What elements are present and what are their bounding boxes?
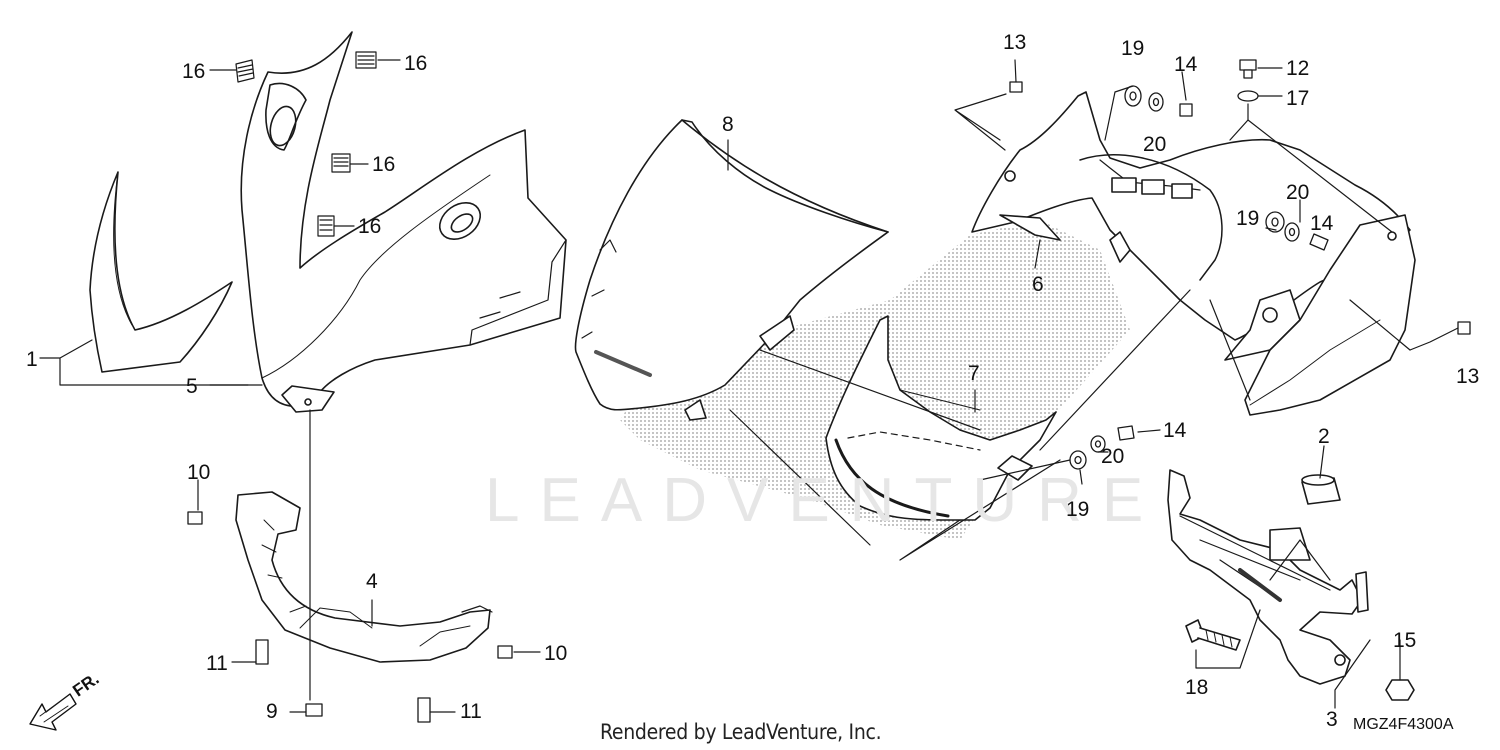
label-part-14: 14	[1163, 419, 1187, 442]
part-6-side-cowl	[1244, 214, 1416, 416]
label-part-19: 19	[1121, 37, 1145, 60]
label-part-12: 12	[1286, 57, 1310, 80]
label-part-14: 14	[1310, 212, 1334, 235]
footer-credit: Rendered by LeadVenture, Inc.	[600, 720, 882, 744]
label-part-15: 15	[1393, 629, 1417, 652]
label-part-16: 16	[358, 215, 382, 238]
label-part-11: 11	[460, 700, 482, 723]
label-part-9: 9	[266, 700, 278, 723]
label-part-10: 10	[544, 642, 568, 665]
fasteners	[187, 59, 1471, 723]
part-8-windscreen	[574, 119, 889, 421]
leader-lines	[39, 59, 1459, 713]
label-part-7: 7	[968, 362, 980, 385]
label-part-16: 16	[372, 153, 396, 176]
label-part-1: 1	[26, 348, 38, 371]
label-part-13: 13	[1456, 365, 1480, 388]
label-part-4: 4	[366, 570, 378, 593]
part-15-nut	[1385, 679, 1415, 701]
label-part-11: 11	[206, 652, 228, 675]
watermark-text: LEADVENTURE	[485, 466, 1164, 535]
label-part-20: 20	[1143, 133, 1167, 156]
part-18-bolt	[1185, 619, 1241, 651]
part-1-side-stripe	[89, 171, 233, 373]
label-part-2: 2	[1318, 425, 1330, 448]
label-part-5: 5	[186, 375, 198, 398]
label-part-17: 17	[1286, 87, 1310, 110]
label-part-6: 6	[1032, 273, 1044, 296]
part-7-inner-panel	[825, 315, 1057, 521]
part-16-clips	[235, 51, 377, 237]
label-part-20: 20	[1101, 445, 1125, 468]
label-part-19: 19	[1066, 498, 1090, 521]
part-6-meter-panel	[971, 91, 1411, 361]
label-part-13: 13	[1003, 31, 1027, 54]
part-4-under-cowl	[235, 491, 493, 663]
label-part-18: 18	[1185, 676, 1209, 699]
label-part-16: 16	[404, 52, 428, 75]
label-part-20: 20	[1286, 181, 1310, 204]
label-part-16: 16	[182, 60, 206, 83]
label-part-10: 10	[187, 461, 211, 484]
diagram-code: MGZ4F4300A	[1353, 716, 1454, 733]
label-part-19: 19	[1236, 207, 1260, 230]
front-arrow-icon	[29, 693, 77, 731]
label-part-3: 3	[1326, 708, 1338, 731]
part-2-rubber	[1301, 474, 1341, 505]
label-part-8: 8	[722, 113, 734, 136]
part-5-upper-cowl	[240, 31, 567, 413]
part-3-stay	[1167, 469, 1369, 685]
label-part-14: 14	[1174, 53, 1198, 76]
